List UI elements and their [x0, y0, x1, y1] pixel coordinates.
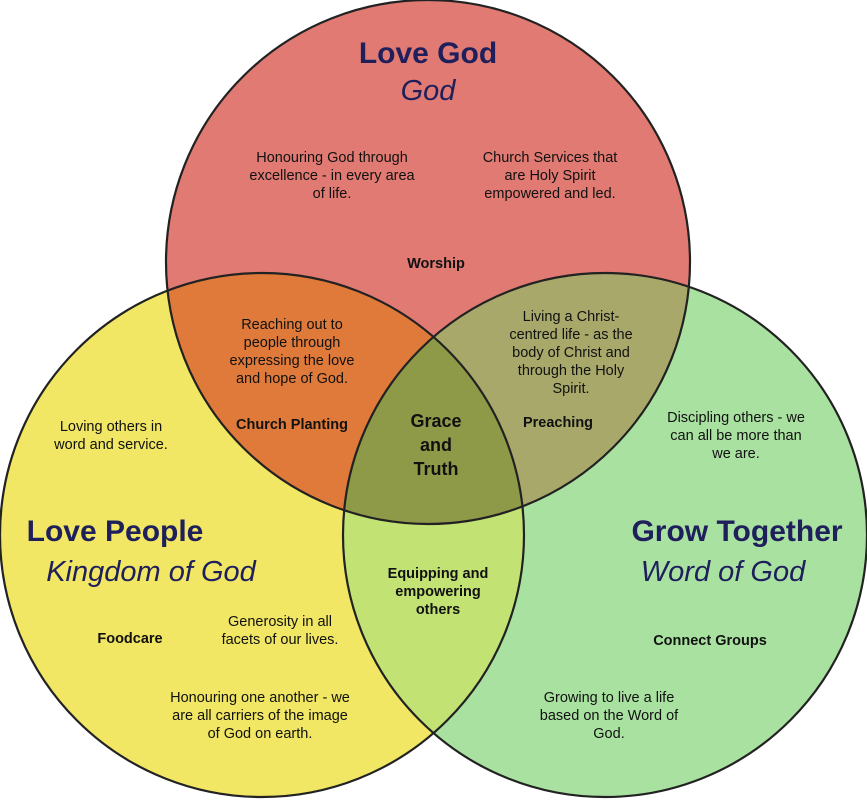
love-people-honouring-text: Honouring one another - we are all carri…	[170, 690, 350, 742]
love-god-services-text: Church Services that are Holy Spirit emp…	[482, 150, 618, 202]
center-line-and: and	[419, 435, 452, 455]
love-people-outline	[0, 271, 526, 799]
love-people-generosity-text: Generosity in all facets of our lives.	[221, 614, 339, 648]
foodcare-label: Foodcare	[97, 631, 163, 647]
love-people-subtitle: Kingdom of God	[46, 556, 256, 588]
god-together-overlap-text: Living a Christ-centred life - as the bo…	[509, 309, 633, 397]
center-line-grace: Grace	[410, 411, 462, 431]
love-god-excellence-text: Honouring God through excellence - in ev…	[249, 150, 415, 202]
preaching-label: Preaching	[522, 415, 594, 431]
love-god-subtitle: God	[400, 75, 456, 107]
connect-groups-label: Connect Groups	[653, 633, 767, 649]
love-people-title: Love People	[26, 515, 204, 548]
grow-together-outline	[341, 271, 867, 799]
center-overlap	[343, 273, 524, 524]
center-grace-and-truth: Grace and Truth	[386, 409, 486, 481]
equipping-label: Equipping and empowering others	[387, 566, 489, 618]
love-god-outline	[164, 0, 692, 526]
church-planting-label: Church Planting	[236, 417, 348, 433]
grow-together-title: Grow Together	[631, 515, 843, 548]
worship-label: Worship	[407, 256, 465, 272]
grow-together-discipling-text: Discipling others - we can all be more t…	[667, 410, 805, 462]
love-god-title: Love God	[358, 37, 498, 70]
center-line-truth: Truth	[413, 459, 459, 479]
god-people-overlap-text: Reaching out to people through expressin…	[229, 317, 355, 387]
grow-together-word-text: Growing to live a life based on the Word…	[539, 690, 679, 742]
grow-together-subtitle: Word of God	[640, 556, 806, 588]
love-people-loving-text: Loving others in word and service.	[54, 419, 168, 453]
